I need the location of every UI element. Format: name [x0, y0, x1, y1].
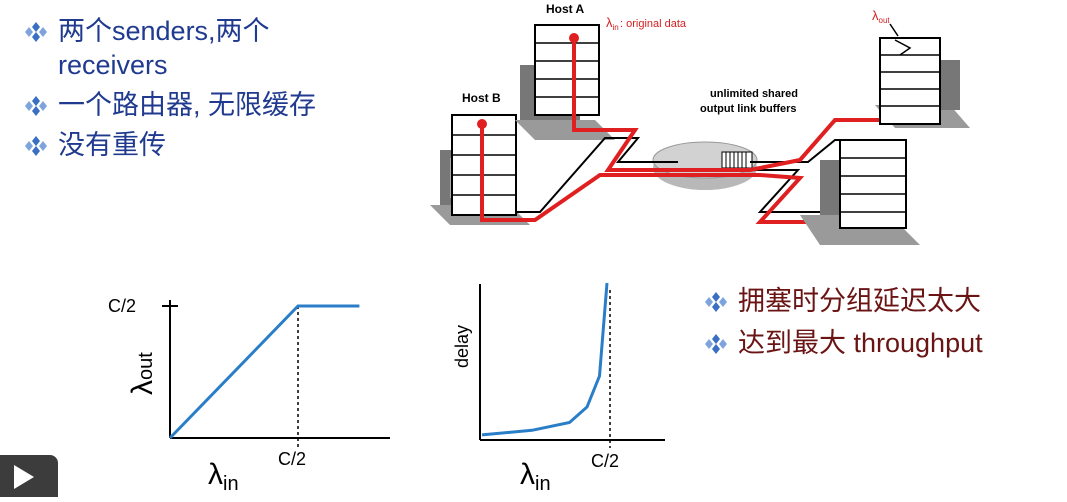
delay-chart: delay C/2 λin: [452, 282, 665, 495]
bullet-text: 没有重传: [58, 130, 166, 160]
link-line: [516, 137, 678, 213]
lambda-in-symbol: λin: [606, 15, 619, 32]
buffer-label-1: unlimited shared: [710, 88, 798, 100]
diamond-bullet-icon: [705, 292, 727, 312]
x-axis-label: λin: [520, 458, 551, 495]
x-axis-label: λin: [208, 458, 239, 495]
delay-series-line: [481, 282, 609, 437]
host-b-label: Host B: [462, 91, 501, 105]
bullet-text: 拥塞时分组延迟太大: [738, 286, 981, 316]
bullet-text: 达到最大 throughput: [738, 328, 983, 358]
bullet-item: 达到最大 throughput: [702, 326, 1002, 360]
bullet-text: 一个路由器, 无限缓存: [58, 90, 317, 120]
play-button[interactable]: [0, 455, 58, 497]
diamond-bullet-icon: [25, 22, 47, 42]
router-icon: [652, 141, 758, 190]
diamond-bullet-icon: [705, 334, 727, 354]
buffer-label-2: output link buffers: [700, 103, 797, 115]
bullet-item: 拥塞时分组延迟太大: [702, 284, 1002, 318]
y-axis-label: λout: [126, 352, 159, 395]
lambda-in-caption: : original data: [620, 18, 687, 30]
bullet-text: 两个senders,两个 receivers: [58, 16, 270, 80]
right-bullet-list: 拥塞时分组延迟太大 达到最大 throughput: [702, 284, 1002, 368]
diamond-bullet-icon: [25, 96, 47, 116]
network-diagram: Host B Host A λin : original data unlimi…: [430, 2, 970, 245]
y-tick-label: C/2: [108, 296, 136, 316]
bullet-item: 两个senders,两个 receivers: [22, 14, 332, 82]
receiver-1-stack: [879, 37, 941, 125]
host-a-stack: [534, 24, 600, 116]
left-bullet-list: 两个senders,两个 receivers 一个路由器, 无限缓存 没有重传: [22, 14, 332, 168]
link-line: [750, 169, 832, 213]
host-a-label: Host A: [546, 2, 585, 16]
throughput-series-line: [168, 304, 360, 440]
diamond-bullet-icon: [25, 136, 47, 156]
receiver-2-stack: [839, 139, 907, 229]
x-tick-label: C/2: [278, 449, 306, 469]
lambda-out-symbol: λout: [872, 8, 890, 25]
bullet-item: 一个路由器, 无限缓存: [22, 88, 332, 122]
bullet-item: 没有重传: [22, 128, 332, 162]
throughput-chart: C/2 C/2 λout λin: [108, 296, 390, 495]
x-tick-label: C/2: [591, 451, 619, 471]
play-icon: [14, 465, 34, 489]
y-axis-label: delay: [452, 325, 472, 368]
